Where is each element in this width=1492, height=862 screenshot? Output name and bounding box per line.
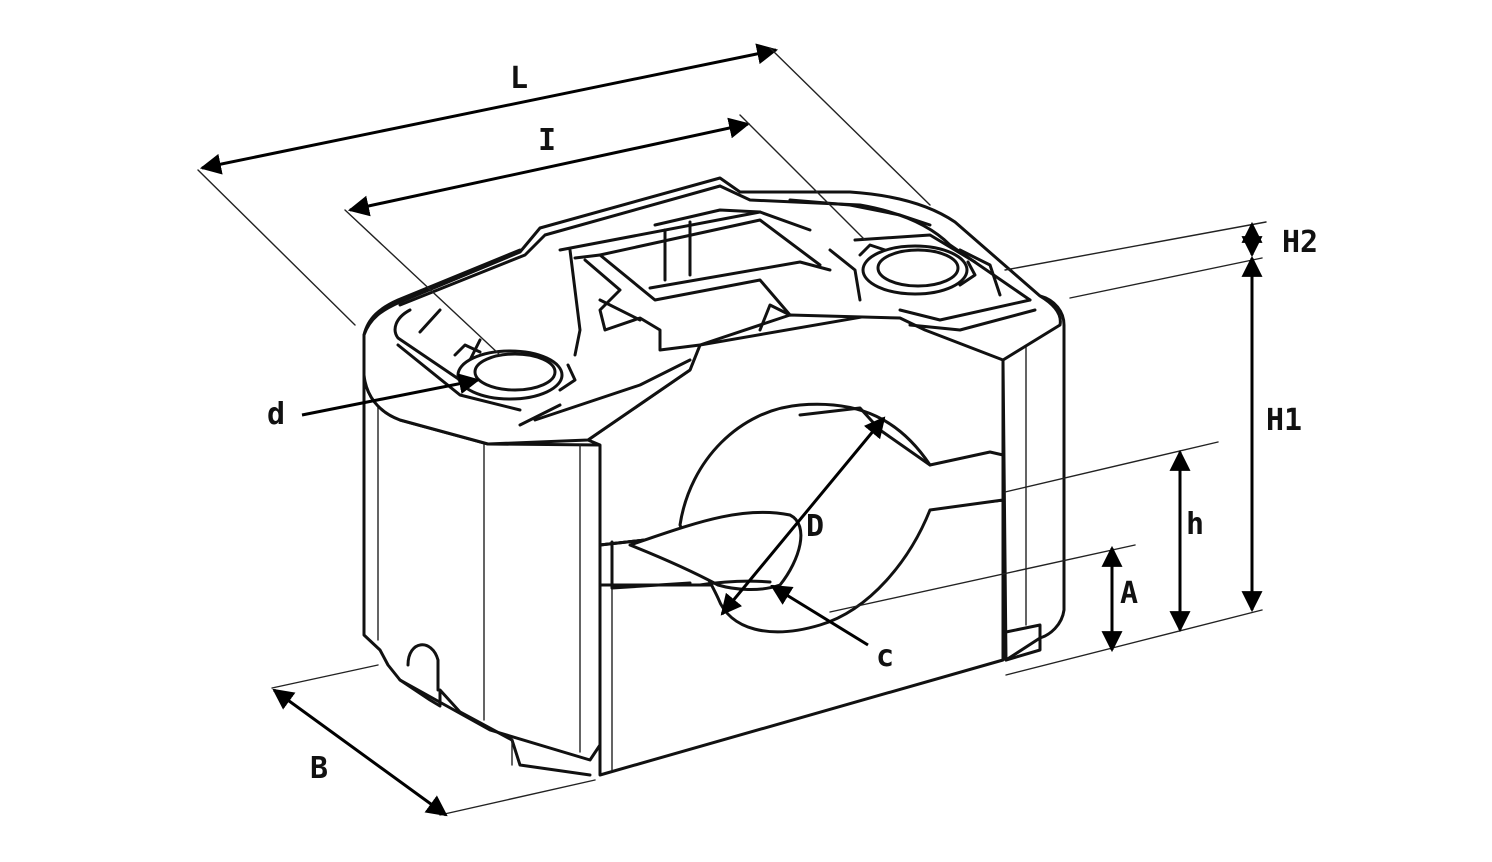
dimension-D-arrow [720, 416, 886, 616]
dimension-I-arrow [347, 117, 751, 217]
label-D: D [806, 509, 824, 544]
dimension-labels: L I H2 H1 d D h A c B [267, 61, 1318, 786]
label-d: d [267, 397, 285, 432]
label-H2: H2 [1282, 225, 1318, 260]
dimension-B-arrow [272, 688, 448, 817]
label-h: h [1186, 507, 1204, 542]
dimension-L-arrow [199, 43, 779, 175]
clamp-right-end [1001, 294, 1066, 662]
label-A: A [1120, 576, 1138, 611]
label-B: B [310, 751, 328, 786]
dimension-c-leader [770, 584, 869, 647]
clamp-body [362, 176, 1066, 777]
label-I: I [538, 123, 556, 158]
dimension-lines [197, 43, 1267, 817]
label-L: L [510, 61, 528, 96]
dimension-d-leader [301, 373, 481, 417]
label-H1: H1 [1266, 403, 1302, 438]
label-c: c [876, 639, 894, 674]
